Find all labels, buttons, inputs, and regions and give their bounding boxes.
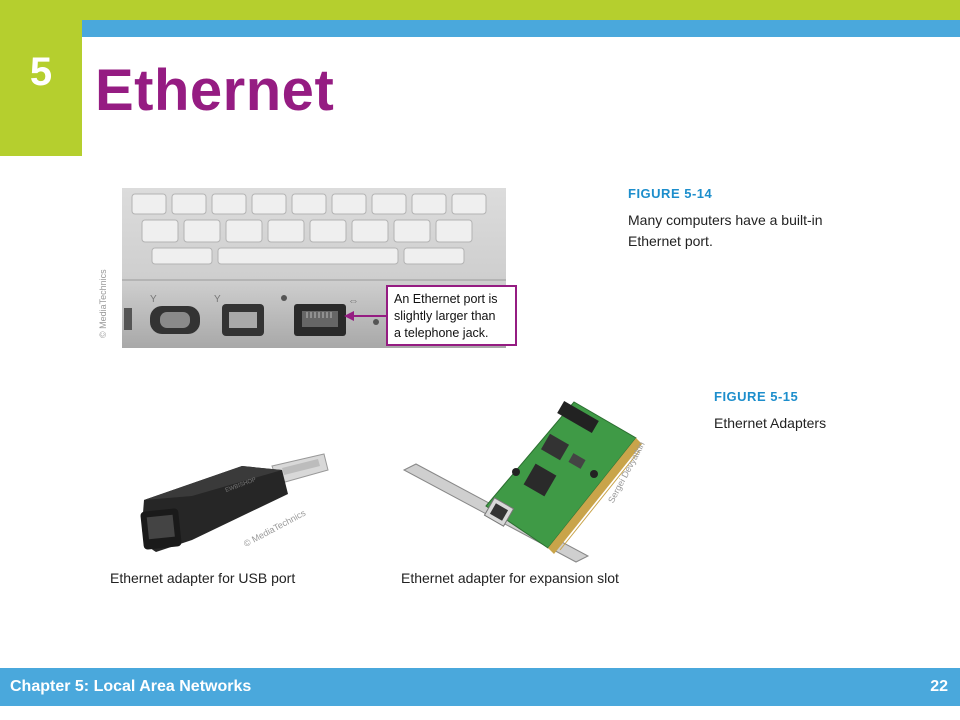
chapter-number: 5 [29,50,53,94]
callout-line-1: An Ethernet port is [394,292,498,306]
laptop-port-photo: Y Y ⇔ [122,188,506,348]
callout-line-3: a telephone jack. [394,326,489,340]
expansion-card-illustration [402,400,642,563]
bottom-strip [0,706,960,720]
svg-text:Y: Y [150,294,157,305]
figure-5-14-caption: Many computers have a built-in Ethernet … [628,210,823,252]
figure-5-14-caption-line-2: Ethernet port. [628,233,713,249]
usb-adapter-caption: Ethernet adapter for USB port [110,570,296,586]
footer-chapter-label: Chapter 5: Local Area Networks [10,678,252,695]
usb-adapter-photo: EWBISHOP [132,448,332,563]
svg-text:Y: Y [214,294,221,305]
callout-line-2: slightly larger than [394,309,496,323]
expansion-card-photo [398,398,642,563]
svg-text:⇔: ⇔ [348,295,359,307]
footer-bar: Chapter 5: Local Area Networks 22 [0,668,960,706]
expansion-card-caption: Ethernet adapter for expansion slot [401,570,619,586]
figure-5-14-label: FIGURE 5-14 [628,186,713,201]
top-blue-bar [82,20,960,37]
figure-5-14-caption-line-1: Many computers have a built-in [628,212,823,228]
figure-5-15-label: FIGURE 5-15 [714,389,799,404]
laptop-illustration: Y Y ⇔ [122,188,506,348]
usb-adapter-illustration: EWBISHOP [140,453,329,552]
ethernet-port-callout: An Ethernet port is slightly larger than… [386,285,517,346]
chapter-badge: 5 [0,20,82,156]
page-number: 22 [930,678,948,695]
slide-title: Ethernet [95,58,335,123]
top-accent-bar [0,0,960,20]
laptop-photo-credit: © MediaTechnics [98,269,108,338]
figure-5-15-caption: Ethernet Adapters [714,415,827,431]
